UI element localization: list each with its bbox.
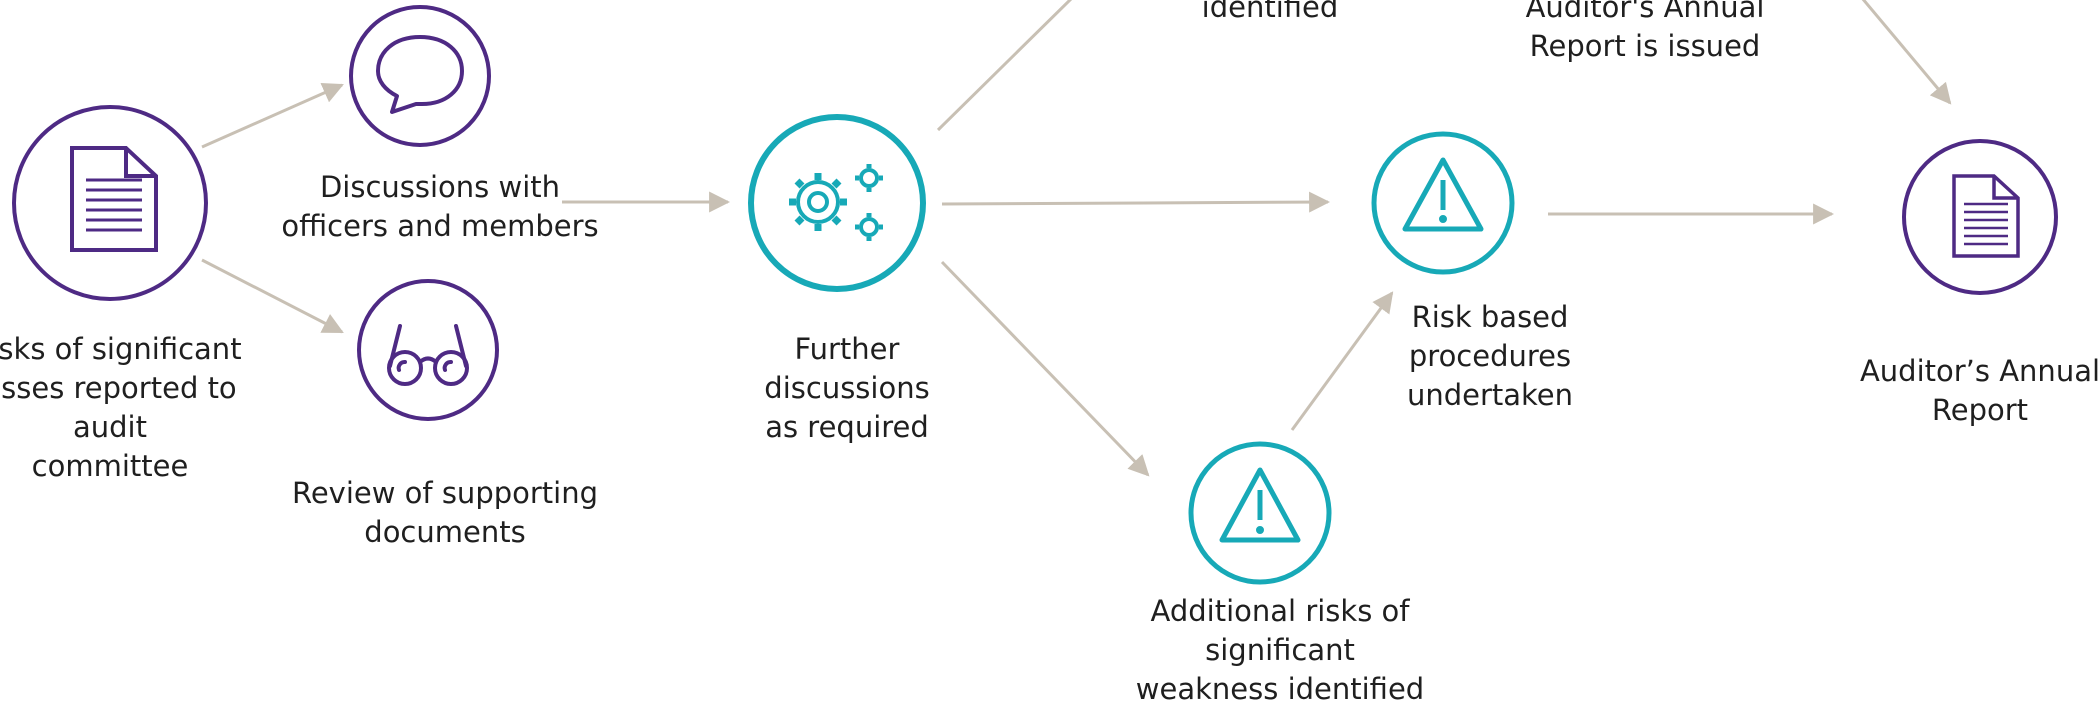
warning-icon xyxy=(1219,467,1301,543)
arrow-issued-to-report xyxy=(1861,0,1952,105)
glasses-icon xyxy=(387,324,469,386)
arrow-further-up xyxy=(936,0,1073,132)
start-label: risks of significant esses reported to a… xyxy=(0,332,242,483)
arrow-start-to-review xyxy=(201,258,344,334)
additional-node xyxy=(1188,441,1332,585)
gears-icon xyxy=(789,164,883,241)
document-icon xyxy=(70,146,158,252)
report-node xyxy=(1902,139,2058,295)
additional-label: Additional risks of significant weakness… xyxy=(1135,594,1425,706)
start-node xyxy=(12,105,208,301)
review-node xyxy=(357,279,499,421)
speech-bubble-icon xyxy=(376,35,464,114)
further-node xyxy=(748,114,926,292)
discussions-node xyxy=(349,5,491,147)
arrow-further-to-additional xyxy=(940,260,1150,477)
arrow-further-to-risk xyxy=(941,191,1331,213)
arrow-additional-to-risk xyxy=(1290,291,1394,431)
discussions-label: Discussions with officers and members xyxy=(281,170,599,243)
review-label: Review of supporting documents xyxy=(291,476,599,549)
further-label: Further discussions as required xyxy=(764,332,930,444)
annual-report-issued-label: Auditor's Annual Report is issued xyxy=(1525,0,1765,63)
report-label: Auditor’s Annual Report xyxy=(1859,354,2098,427)
arrow-start-to-discussions xyxy=(201,83,344,149)
document-icon xyxy=(1952,174,2020,258)
risk-based-label: Risk based procedures undertaken xyxy=(1406,300,1574,412)
warning-icon xyxy=(1402,157,1484,232)
risk-based-node xyxy=(1371,131,1515,275)
identified-label: identified xyxy=(1201,0,1339,24)
